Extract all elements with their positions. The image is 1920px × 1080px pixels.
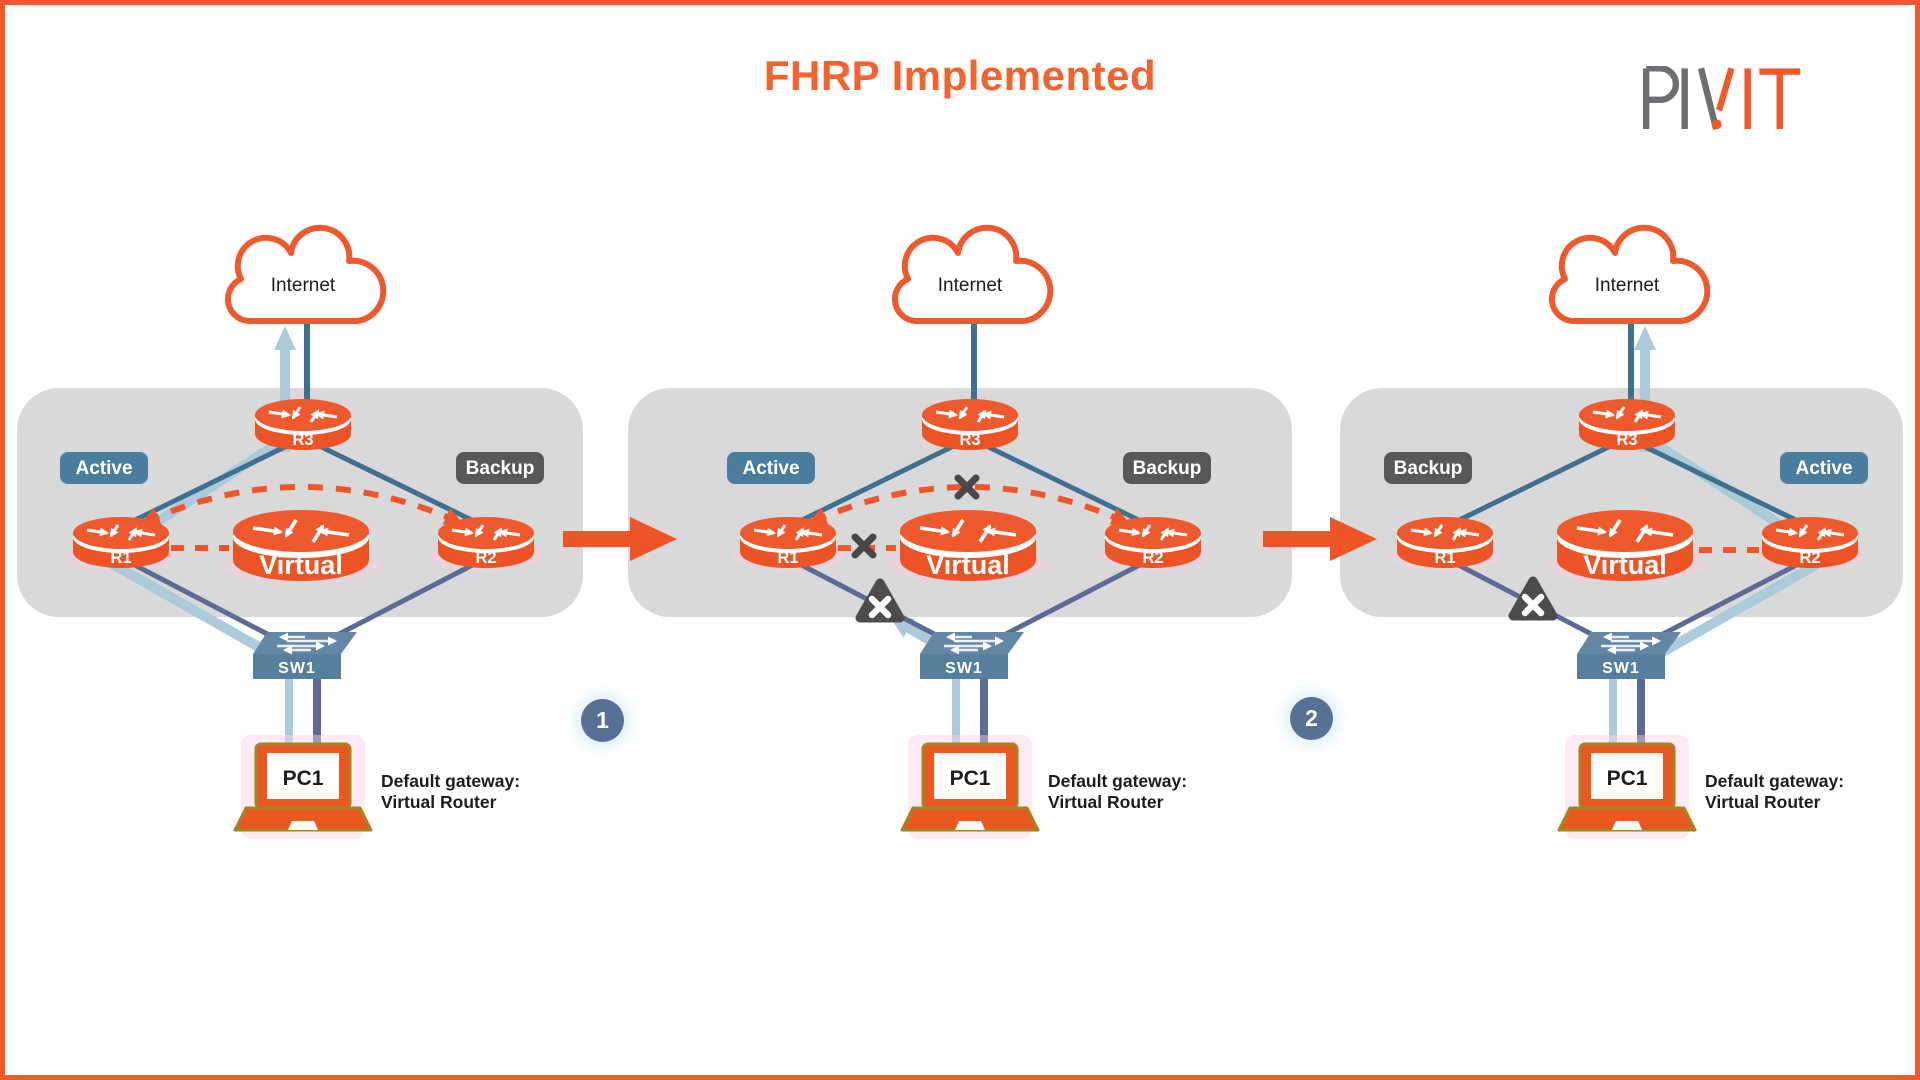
gateway-note-line1: Default gateway: bbox=[381, 771, 520, 791]
page-title: FHRP Implemented bbox=[763, 52, 1157, 99]
virtual-router-label: Virtual bbox=[926, 550, 1010, 580]
pivit-logo bbox=[1642, 66, 1801, 130]
switch-sw1-label: SW1 bbox=[278, 660, 316, 677]
router-r2-label: R2 bbox=[475, 549, 496, 567]
virtual-router-label: Virtual bbox=[259, 550, 343, 580]
right-role-badge bbox=[1780, 452, 1868, 484]
left-role-badge-label: Backup bbox=[1394, 458, 1463, 479]
transition-arrow-icon bbox=[1263, 517, 1377, 561]
gateway-note-line2: Virtual Router bbox=[1048, 792, 1164, 812]
internet-label: Internet bbox=[938, 275, 1003, 296]
logo-orange-letters bbox=[1716, 67, 1801, 129]
link-failure-warning-icon bbox=[1513, 581, 1553, 616]
router-r1-label: R1 bbox=[1434, 549, 1455, 567]
fhrp-scene-3: Internet R3 R1 Virtual R2 Backup Active … bbox=[1384, 0, 1868, 841]
transition-arrow-icon bbox=[563, 517, 677, 561]
link-failure-warning-icon bbox=[860, 583, 900, 618]
pc1-label: PC1 bbox=[1607, 767, 1648, 790]
router-r3-label: R3 bbox=[959, 431, 980, 449]
step-2-badge: 2 bbox=[1290, 697, 1333, 740]
router-r3-label: R3 bbox=[292, 431, 313, 449]
logo-gray-letters bbox=[1642, 66, 1720, 130]
step-1-badge: 1 bbox=[581, 699, 624, 742]
gateway-note-line1: Default gateway: bbox=[1048, 771, 1187, 791]
router-r1-label: R1 bbox=[777, 549, 798, 567]
switch-sw1-label: SW1 bbox=[945, 660, 983, 677]
right-role-badge bbox=[1123, 452, 1211, 484]
router-r3-label: R3 bbox=[1616, 431, 1637, 449]
router-r1-label: R1 bbox=[110, 549, 131, 567]
left-role-badge-label: Active bbox=[742, 458, 799, 479]
virtual-mapping-dashed bbox=[140, 484, 464, 551]
gateway-note-line2: Virtual Router bbox=[1705, 792, 1821, 812]
router-r2-label: R2 bbox=[1142, 549, 1163, 567]
pc1-label: PC1 bbox=[950, 767, 991, 790]
step-2-number: 2 bbox=[1305, 705, 1318, 731]
internet-label: Internet bbox=[271, 275, 336, 296]
pc1-label: PC1 bbox=[283, 767, 324, 790]
right-role-badge-label: Backup bbox=[466, 458, 535, 479]
internet-label: Internet bbox=[1595, 275, 1660, 296]
left-role-badge bbox=[60, 452, 148, 484]
fhrp-scene-1: Internet R3 R1 Virtual R2 Active Backup … bbox=[60, 0, 544, 841]
virtual-router-label: Virtual bbox=[1583, 550, 1667, 580]
right-role-badge bbox=[456, 452, 544, 484]
switch-sw1-label: SW1 bbox=[1602, 660, 1640, 677]
router-r2-label: R2 bbox=[1799, 549, 1820, 567]
fhrp-scene-2: Internet R3 R1 Virtual R2 Active Backup … bbox=[727, 0, 1211, 841]
left-role-badge bbox=[1384, 452, 1472, 484]
left-role-badge-label: Active bbox=[75, 458, 132, 479]
left-role-badge bbox=[727, 452, 815, 484]
gateway-note-line2: Virtual Router bbox=[381, 792, 497, 812]
step-1-number: 1 bbox=[596, 707, 609, 733]
right-role-badge-label: Backup bbox=[1133, 458, 1202, 479]
right-role-badge-label: Active bbox=[1795, 458, 1852, 479]
logo-dot bbox=[1711, 119, 1722, 130]
gateway-note-line1: Default gateway: bbox=[1705, 771, 1844, 791]
